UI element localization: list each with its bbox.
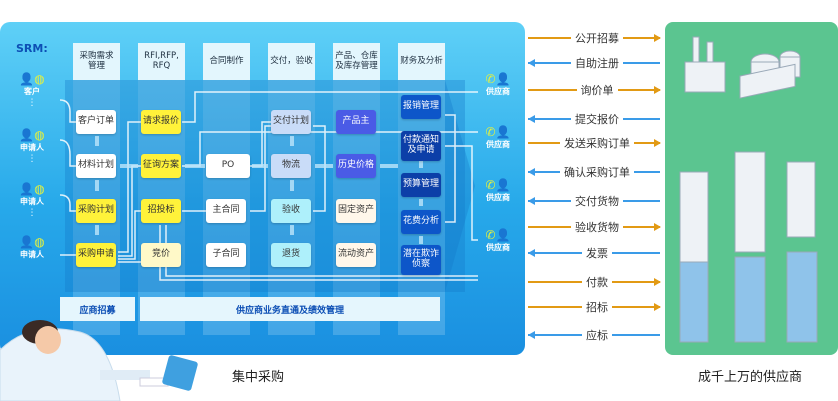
- process-box-col1[interactable]: 客户订单: [76, 110, 116, 134]
- interaction-label: 应标: [542, 327, 652, 343]
- process-box-col4[interactable]: 验收: [271, 199, 311, 223]
- actor-3: 👤◍申请人: [12, 235, 52, 260]
- dots: ⋮: [27, 98, 37, 108]
- supplier-1: ✆👤供应商: [478, 125, 518, 150]
- supplier-performance-bar: 供应商业务直通及绩效管理: [140, 297, 440, 321]
- user-illustration: [0, 320, 198, 401]
- process-box-col3[interactable]: PO: [206, 154, 250, 178]
- process-box-col6[interactable]: 付款通知 及申请: [401, 131, 441, 161]
- interaction-label: 交付货物: [542, 193, 652, 209]
- supplier-icon: ✆👤: [485, 228, 511, 242]
- arrow-left-icon: [528, 197, 535, 205]
- supplier-icon: ✆👤: [485, 178, 511, 192]
- process-box-col5[interactable]: 固定资产: [336, 199, 376, 223]
- interaction-label: 公开招募: [542, 30, 652, 46]
- column-header: 采购需求 管理: [73, 43, 120, 80]
- interaction-label: 验收货物: [542, 219, 652, 235]
- process-box-col4[interactable]: 物流: [271, 154, 311, 178]
- arrow-left-icon: [528, 249, 535, 257]
- actor-1: 👤◍申请人: [12, 128, 52, 153]
- process-box-col2[interactable]: 请求报价: [141, 110, 181, 134]
- person-globe-icon: 👤◍: [19, 235, 45, 249]
- flow-line: [118, 210, 142, 260]
- arrow-right-icon: [654, 86, 661, 94]
- interaction-label: 发送采购订单: [542, 135, 652, 151]
- process-box-col3[interactable]: 子合同: [206, 243, 246, 267]
- process-box-col1[interactable]: 采购申请: [76, 243, 116, 267]
- flow-line: [59, 99, 78, 123]
- flow-line: [182, 91, 478, 123]
- dots: ⋮: [27, 208, 37, 218]
- column-bg: [138, 43, 185, 335]
- flow-line: [165, 225, 478, 277]
- interaction-label: 询价单: [542, 82, 652, 98]
- arrow-right-icon: [654, 278, 661, 286]
- process-box-col6[interactable]: 报销管理: [401, 95, 441, 119]
- arrow-left-icon: [528, 115, 535, 123]
- process-box-col5[interactable]: 流动资产: [336, 243, 376, 267]
- srm-label: SRM:: [16, 42, 48, 55]
- column-header: RFI,RFP, RFQ: [138, 43, 185, 80]
- interaction-label: 确认采购订单: [542, 164, 652, 180]
- flow-line: [445, 114, 456, 223]
- process-box-col6[interactable]: 预算管理: [401, 173, 441, 197]
- process-box-col6[interactable]: 潜在欺诈 侦察: [401, 245, 441, 275]
- supplier-0: ✆👤供应商: [478, 72, 518, 97]
- flow-line: [445, 145, 478, 241]
- flow-line: [59, 194, 78, 212]
- flow-line: [250, 121, 273, 167]
- caption-centralized: 集中采购: [232, 370, 285, 385]
- person-globe-icon: 👤◍: [19, 182, 45, 196]
- flow-line: [250, 125, 273, 212]
- flow-line: [118, 121, 142, 253]
- supplier-2: ✆👤供应商: [478, 178, 518, 203]
- supplier-recruit-bar: 应商招募: [60, 297, 135, 321]
- process-box-col5[interactable]: 产品主: [336, 110, 376, 134]
- flow-arrows: [59, 91, 478, 277]
- flow-line: [313, 125, 326, 212]
- process-box-col2[interactable]: 竞价: [141, 243, 181, 267]
- process-box-col5[interactable]: 历史价格: [336, 154, 376, 178]
- arrow-right-icon: [654, 139, 661, 147]
- interaction-label: 自助注册: [542, 55, 652, 71]
- supplier-icon: ✆👤: [485, 72, 511, 86]
- arrow-right-icon: [654, 303, 661, 311]
- process-box-col3[interactable]: 主合同: [206, 199, 246, 223]
- column-header: 交付，验收: [268, 43, 315, 80]
- process-box-col2[interactable]: 招投标: [141, 199, 181, 223]
- arrow-left-icon: [528, 168, 535, 176]
- process-box-col2[interactable]: 征询方案: [141, 154, 181, 178]
- process-box-col4[interactable]: 退货: [271, 243, 311, 267]
- process-box-col4[interactable]: 交付计划: [271, 110, 311, 134]
- person-globe-icon: 👤◍: [19, 72, 45, 86]
- column-header: 产品、仓库 及库存管理: [333, 43, 380, 80]
- person-globe-icon: 👤◍: [19, 128, 45, 142]
- supplier-icon: ✆👤: [485, 125, 511, 139]
- column-header: 合同制作: [203, 43, 250, 80]
- dots: ⋮: [27, 154, 37, 164]
- supplier-buildings: [679, 36, 818, 343]
- interaction-label: 提交报价: [542, 111, 652, 127]
- interaction-label: 发票: [542, 245, 652, 261]
- column-header: 财务及分析: [398, 43, 445, 80]
- actor-0: 👤◍客户: [12, 72, 52, 97]
- process-box-col6[interactable]: 花费分析: [401, 210, 441, 234]
- caption-suppliers: 成千上万的供应商: [698, 370, 803, 385]
- arrow-left-icon: [528, 331, 535, 339]
- arrow-right-icon: [654, 34, 661, 42]
- supplier-3: ✆👤供应商: [478, 228, 518, 253]
- process-box-col1[interactable]: 材料计划: [76, 154, 116, 178]
- actor-2: 👤◍申请人: [12, 182, 52, 207]
- flow-line: [59, 139, 78, 167]
- process-box-col1[interactable]: 采购计划: [76, 199, 116, 223]
- interaction-label: 招标: [542, 299, 652, 315]
- interaction-label: 付款: [542, 274, 652, 290]
- arrow-left-icon: [528, 59, 535, 67]
- arrow-right-icon: [654, 223, 661, 231]
